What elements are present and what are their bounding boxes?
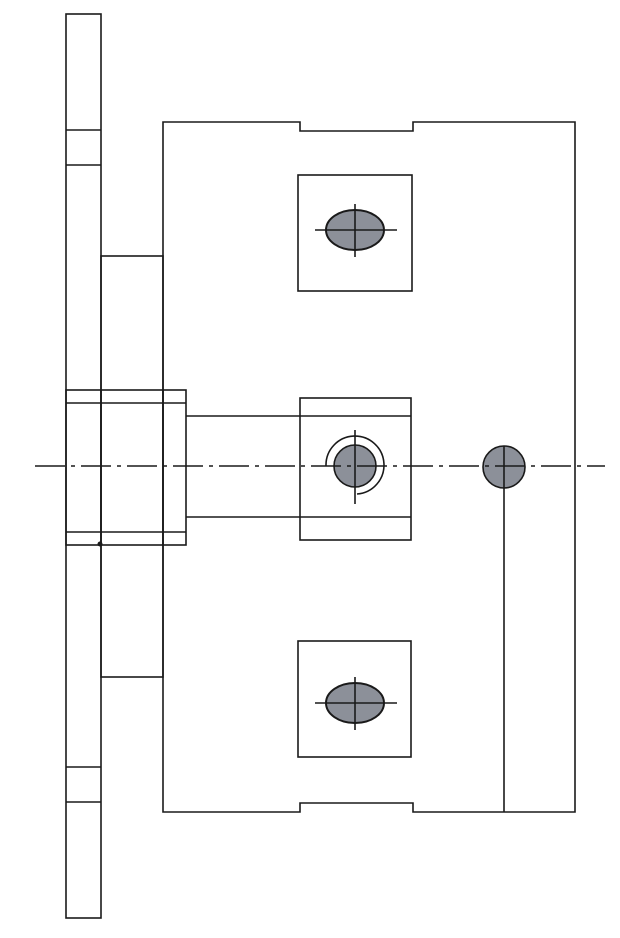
hub (65, 389, 187, 546)
slotted-hole-icon (315, 677, 397, 730)
bottom-square (297, 640, 412, 758)
round-hole-icon (325, 430, 385, 504)
top-square (297, 174, 413, 292)
hub-dot (97, 541, 103, 547)
center-square (299, 397, 412, 541)
round-hole-icon (482, 445, 526, 812)
main-plate (162, 121, 576, 813)
slotted-hole-icon (315, 204, 397, 257)
